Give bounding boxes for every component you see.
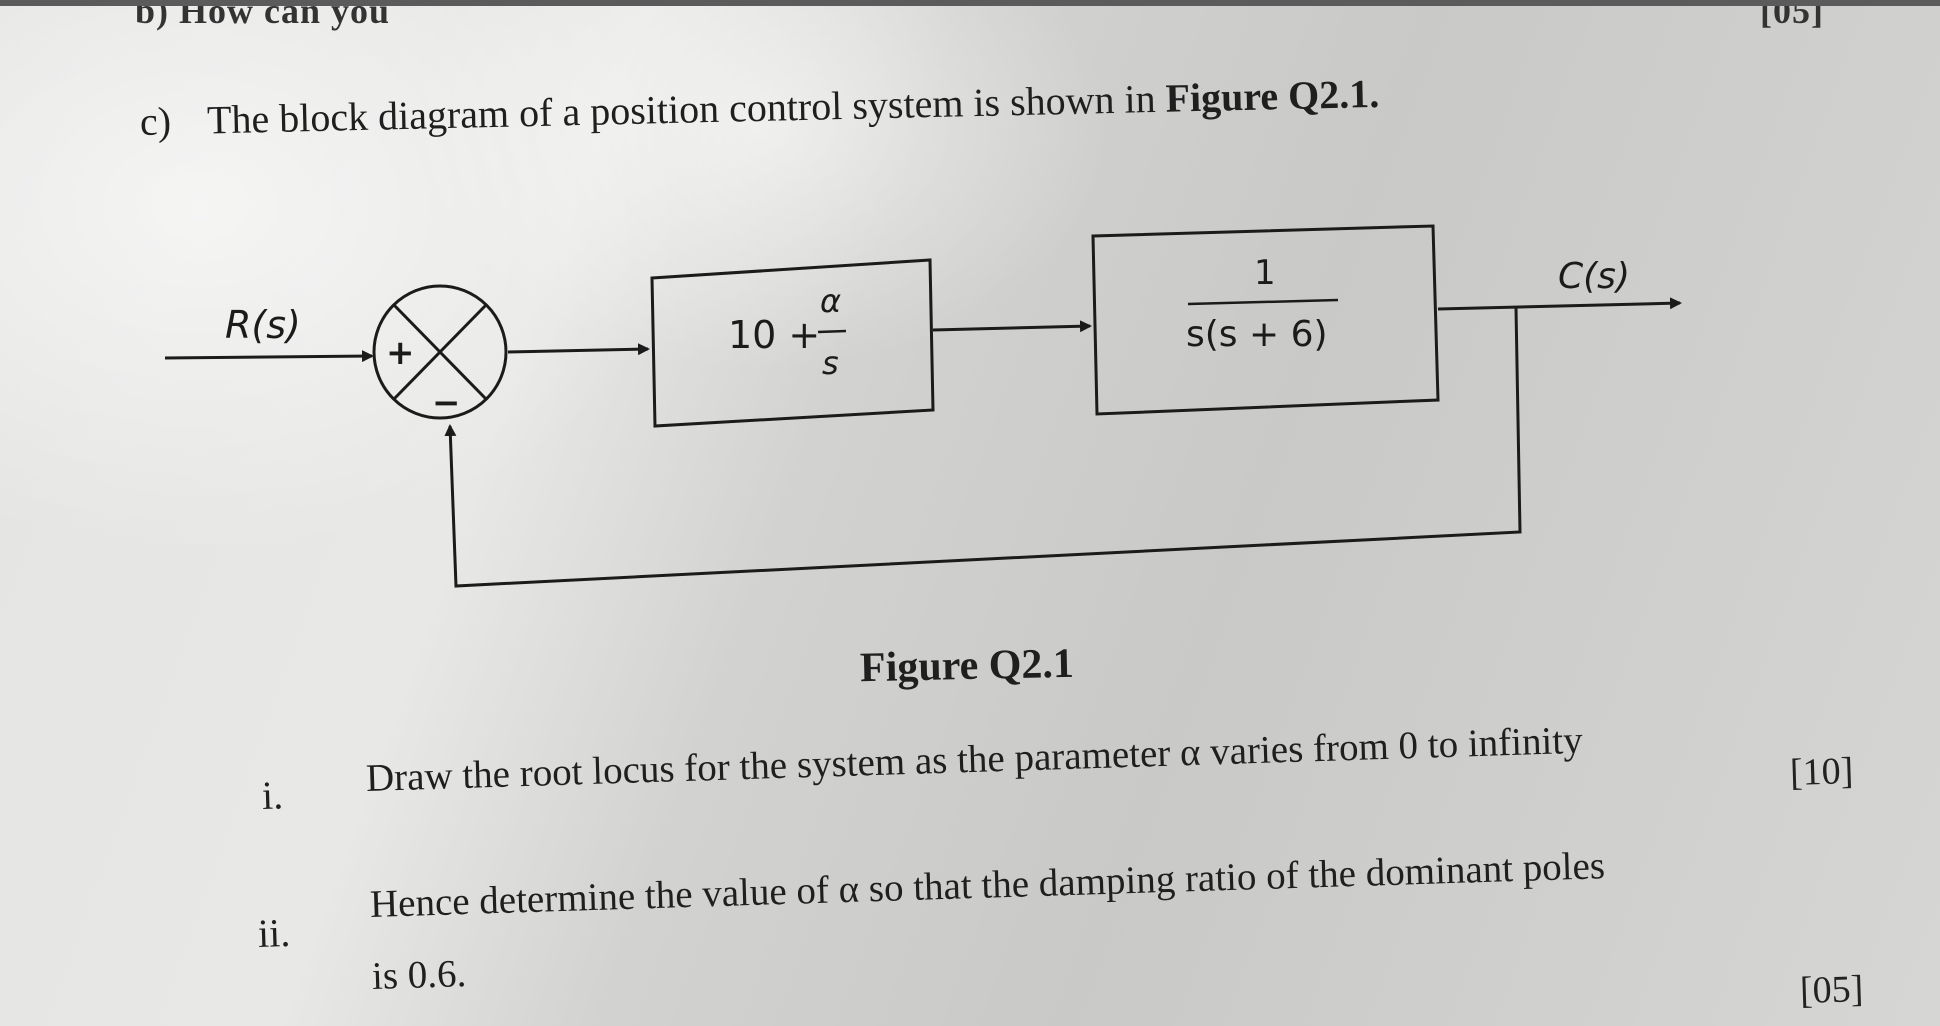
controller-fraction-bar	[817, 329, 847, 334]
item-ii-number: ii.	[257, 909, 291, 956]
figure-caption: Figure Q2.1	[859, 640, 1075, 692]
plant-fraction-bar	[1187, 298, 1339, 306]
item-ii-marks: [05]	[1799, 968, 1864, 1012]
cut-off-question-text: b) How can you	[135, 6, 391, 31]
item-ii-text-line2: is 0.6.	[371, 952, 467, 998]
input-label: R(s)	[225, 303, 301, 347]
input-signal-line	[164, 350, 374, 363]
item-ii-text-line1: Hence determine the value of α so that t…	[369, 844, 1606, 926]
feedback-path	[444, 307, 1522, 588]
item-i-number: i.	[261, 772, 284, 818]
plus-sign: +	[386, 333, 415, 373]
plant-numerator: 1	[1254, 253, 1276, 293]
plant-denominator: s(s + 6)	[1186, 314, 1328, 355]
minus-sign: −	[432, 383, 461, 423]
exam-paper: b) How can you [05] c) The block diagram…	[0, 6, 1940, 1026]
plant-block	[1091, 224, 1440, 416]
control-signal-line	[932, 320, 1092, 333]
controller-numerator: α	[820, 282, 841, 320]
cut-off-marks: [05]	[1760, 6, 1824, 31]
controller-denominator: s	[822, 344, 839, 382]
output-label: C(s)	[1558, 256, 1630, 297]
controller-constant: 10 +	[728, 313, 820, 357]
summing-junction	[372, 284, 508, 420]
item-i-marks: [10]	[1789, 750, 1854, 794]
output-signal-line	[1437, 297, 1682, 311]
item-i-text: Draw the root locus for the system as th…	[365, 718, 1584, 800]
block-diagram: R(s) C(s) + − 10 + α s 1 s(s + 6)	[164, 224, 1682, 588]
controller-block	[650, 258, 935, 428]
error-signal-line	[507, 343, 650, 356]
